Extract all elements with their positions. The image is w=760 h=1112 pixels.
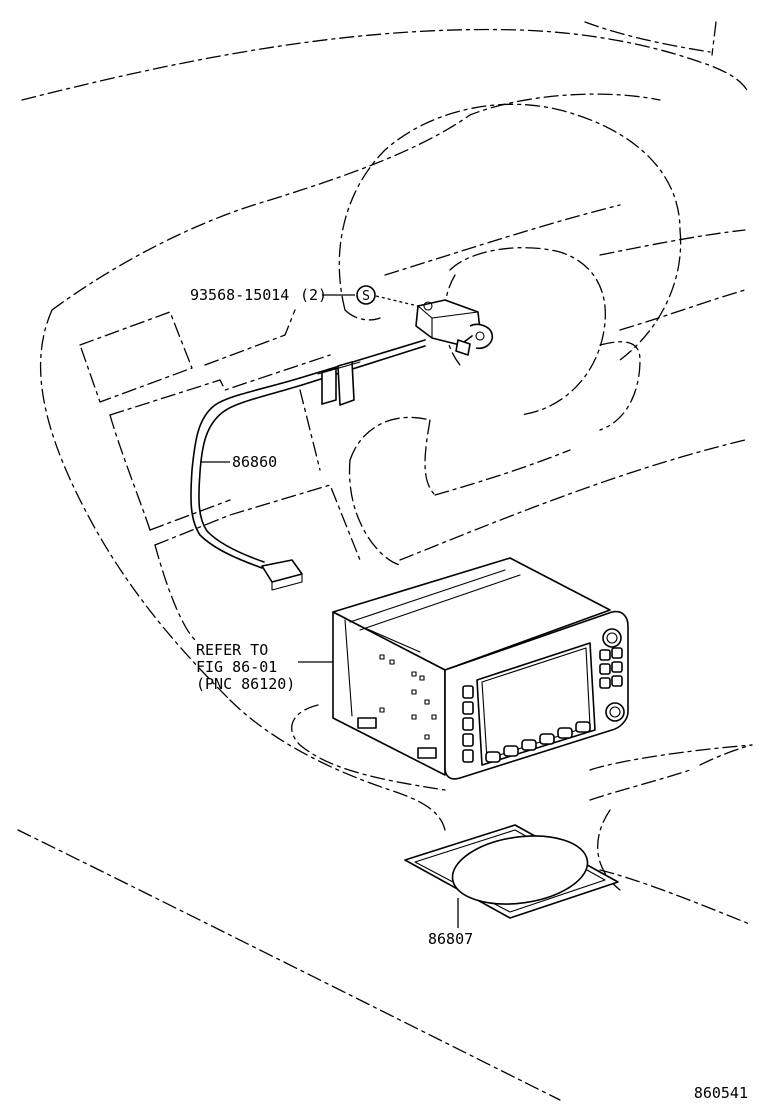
harness-part-number: 86860: [232, 453, 277, 471]
dashboard-phantom-outline: [17, 21, 753, 1101]
leader-lines: [200, 294, 459, 928]
console-recess-phantom: [291, 704, 753, 791]
lower-knob: [605, 702, 625, 722]
clip-part-number: 93568-15014: [190, 286, 289, 304]
left-button-column: [462, 685, 474, 763]
upper-knob: [602, 628, 622, 648]
standard-part-letter: S: [362, 289, 370, 304]
navigation-head-unit: [332, 557, 629, 780]
refer-line-2: FIG 86-01: [196, 658, 277, 676]
disc-part-number: 86807: [428, 930, 473, 948]
refer-line-1: REFER TO: [196, 641, 268, 659]
clip-callout: 93568-15014 (2) S: [190, 285, 376, 305]
dash-vent-panels-phantom: [79, 309, 361, 641]
right-button-column: [599, 647, 623, 689]
chassis-vent-holes: [357, 654, 437, 759]
standard-part-symbol: [356, 285, 376, 305]
antenna-cable-harness: [190, 339, 426, 591]
refer-to-note: REFER TO FIG 86-01 (PNC 86120): [196, 641, 295, 693]
map-disc: [404, 824, 619, 919]
figure-id: 860541: [694, 1084, 748, 1102]
clip-quantity: (2): [300, 286, 327, 304]
refer-line-3: (PNC 86120): [196, 675, 295, 693]
bottom-button-row: [485, 721, 591, 763]
gps-antenna-module: [415, 299, 494, 356]
steering-wheel-phantom: [338, 103, 682, 566]
